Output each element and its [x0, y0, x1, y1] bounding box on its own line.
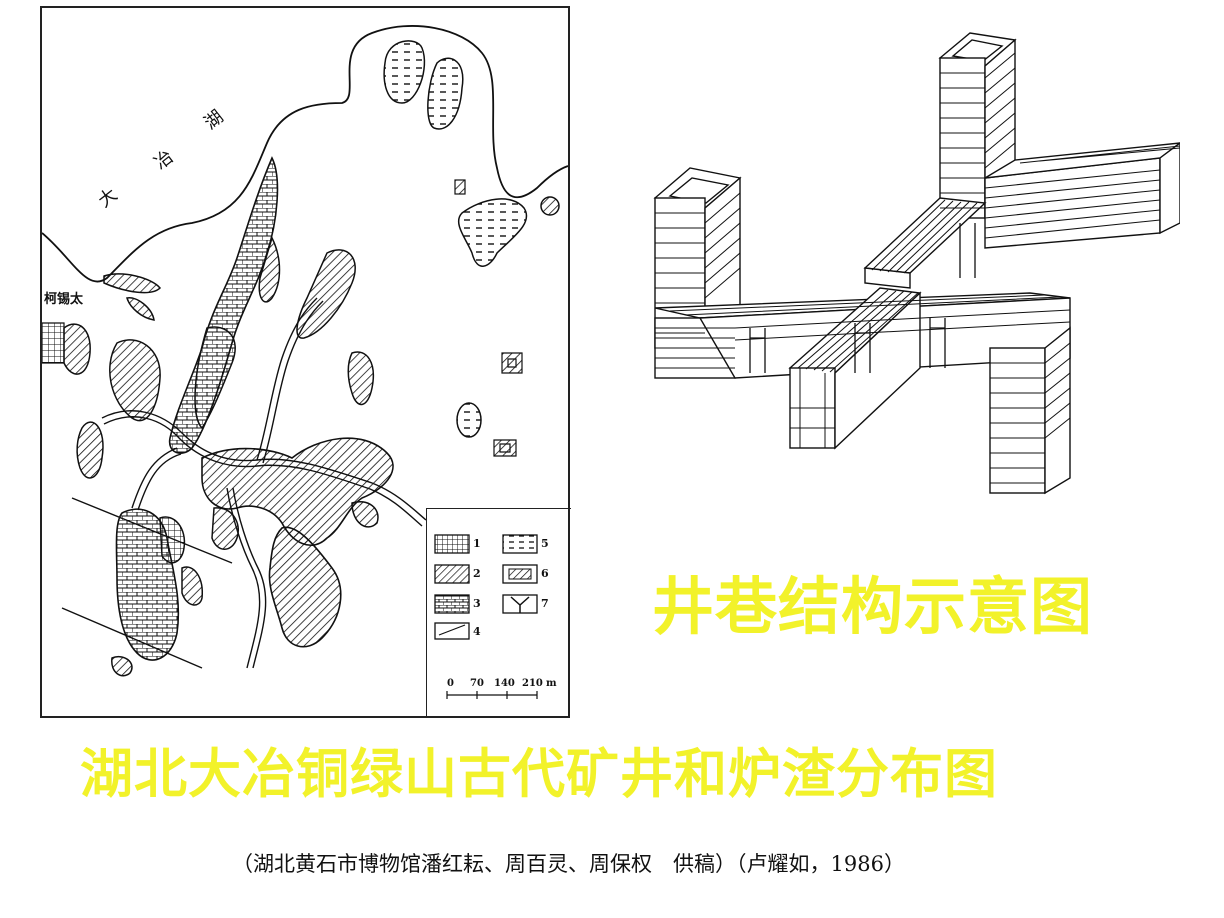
legend-item-6: 6	[541, 567, 549, 580]
place-label: 柯锡太	[44, 292, 84, 307]
map-drawing	[42, 25, 568, 677]
legend-item-3: 3	[473, 597, 481, 610]
legend-item-2: 2	[473, 567, 481, 580]
scale-tick-210: 210	[522, 678, 543, 689]
scale-tick-0: 0	[447, 678, 454, 689]
scale-tick-70: 70	[470, 678, 484, 689]
legend-item-4: 4	[473, 625, 481, 638]
legend-swatches	[434, 534, 538, 699]
map-title: 湖北大冶铜绿山古代矿井和炉渣分布图	[80, 744, 998, 805]
scale-tick-140: 140	[494, 678, 515, 689]
ore-distribution-map: 大 冶 湖 柯锡太 1 2	[40, 6, 571, 718]
source-credit: （湖北黄石市博物馆潘红耘、周百灵、周保权 供稿）（卢耀如，1986）	[232, 852, 905, 876]
scale-unit: m	[546, 678, 557, 689]
lake-shoreline	[42, 25, 568, 283]
legend-item-5: 5	[541, 537, 549, 550]
map-legend: 1 2 3 4 5 6 7	[426, 508, 571, 717]
legend-item-7: 7	[541, 597, 549, 610]
shaft-structure-drawing	[653, 32, 1180, 495]
legend-item-1: 1	[473, 537, 481, 550]
shaft-structure-title: 井巷结构示意图	[652, 570, 1094, 643]
